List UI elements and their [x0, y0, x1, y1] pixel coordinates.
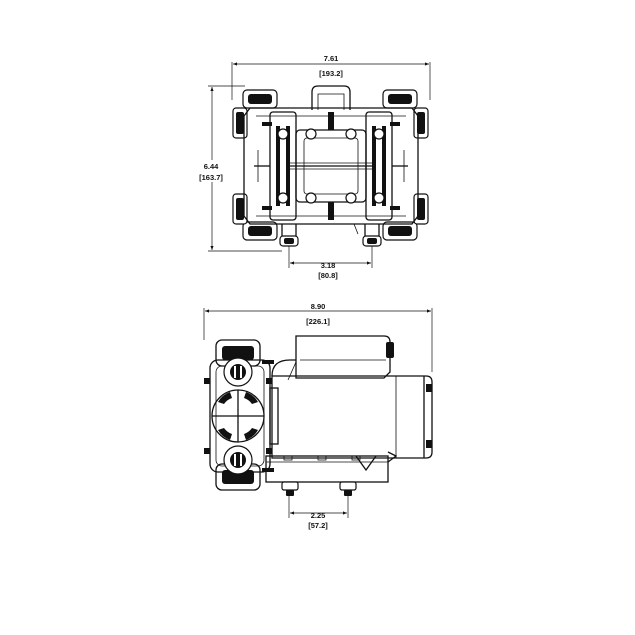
side-view-pump-body — [204, 335, 433, 496]
terminal-box — [271, 335, 394, 381]
side-view: 8.90 [226.1] 2.25 [57.2] — [203, 302, 433, 530]
top-height-dimension: 6.44 [163.7] — [198, 87, 228, 250]
top-view-ports — [279, 223, 382, 247]
corner-feet — [232, 89, 429, 241]
top-view-pump-body — [232, 85, 429, 247]
top-view: 7.61 [193.2] 6.44 [163.7] 3.18 [80.8] — [198, 54, 431, 280]
top-width-dimension: 7.61 [193.2] — [233, 54, 429, 78]
top-width-inches: 7.61 — [324, 54, 339, 63]
top-port-mm: [80.8] — [318, 271, 338, 280]
top-port-dimension: 3.18 [80.8] — [290, 261, 371, 280]
top-width-mm: [193.2] — [319, 69, 343, 78]
top-height-mm: [163.7] — [199, 173, 223, 182]
side-port-mm: [57.2] — [308, 521, 328, 530]
side-port-dimension: 2.25 [57.2] — [290, 511, 347, 530]
side-length-dimension: 8.90 [226.1] — [205, 302, 431, 326]
left-pump-head — [254, 111, 297, 221]
right-pump-head — [365, 111, 408, 221]
base-plate — [265, 451, 398, 483]
top-port-inches: 3.18 — [321, 261, 336, 270]
side-pump-head — [204, 339, 279, 491]
side-port-inches: 2.25 — [311, 511, 326, 520]
side-length-inches: 8.90 — [311, 302, 326, 311]
side-length-mm: [226.1] — [306, 317, 330, 326]
side-view-ports — [281, 481, 357, 496]
top-height-inches: 6.44 — [204, 162, 219, 171]
